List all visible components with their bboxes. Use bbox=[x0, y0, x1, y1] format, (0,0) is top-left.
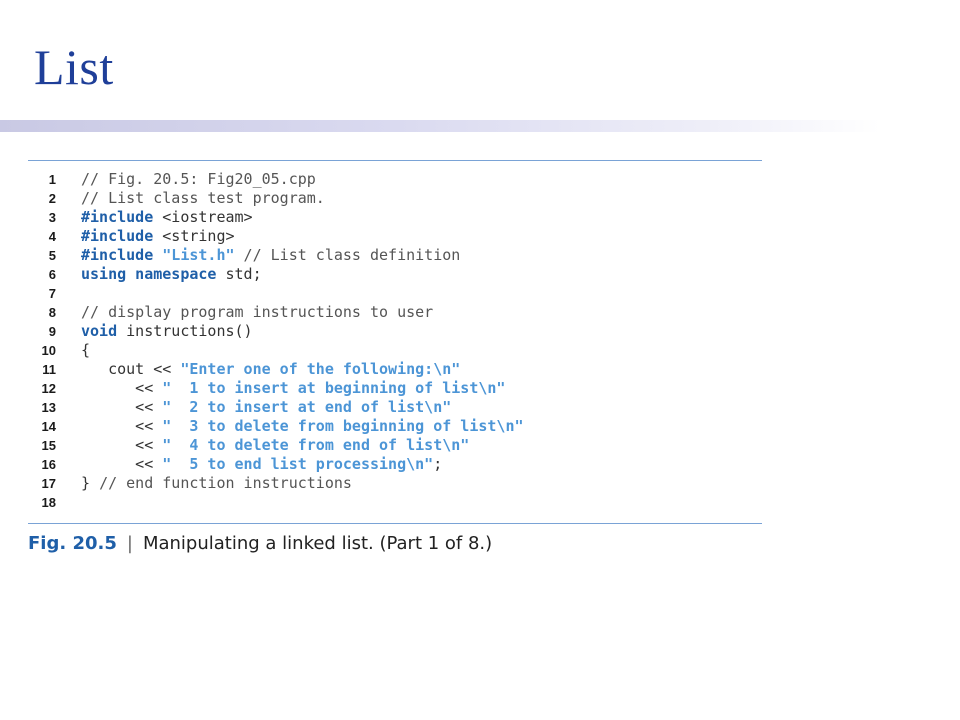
figure-label: Fig. 20.5 bbox=[28, 533, 117, 554]
code-text: } // end function instructions bbox=[81, 474, 352, 493]
code-line: 2 // List class test program. bbox=[28, 189, 762, 208]
code-text: using namespace std; bbox=[81, 265, 262, 284]
line-number: 6 bbox=[48, 267, 56, 282]
code-token-plain bbox=[153, 246, 162, 264]
code-text: // List class test program. bbox=[81, 189, 325, 208]
line-number: 1 bbox=[48, 172, 56, 187]
code-line: 12 << " 1 to insert at beginning of list… bbox=[28, 379, 762, 398]
top-rule bbox=[28, 160, 762, 161]
line-number: 13 bbox=[41, 400, 56, 415]
code-token-keyword: #include bbox=[81, 246, 154, 264]
code-text: #include "List.h" // List class definiti… bbox=[81, 246, 460, 265]
code-token-string: " 4 to delete from end of list\n" bbox=[162, 436, 470, 454]
code-text: << " 2 to insert at end of list\n" bbox=[81, 398, 451, 417]
code-text: void instructions() bbox=[81, 322, 253, 341]
code-line: 14 << " 3 to delete from beginning of li… bbox=[28, 417, 762, 436]
code-token-string: "Enter one of the following:\n" bbox=[180, 360, 461, 378]
line-number: 12 bbox=[41, 381, 56, 396]
code-line: 7 bbox=[28, 284, 762, 303]
line-number: 16 bbox=[41, 457, 56, 472]
code-text: #include <iostream> bbox=[81, 208, 253, 227]
code-token-plain: <string> bbox=[153, 227, 235, 245]
code-line: 16 << " 5 to end list processing\n"; bbox=[28, 455, 762, 474]
code-token-plain: << bbox=[81, 398, 163, 416]
line-number: 2 bbox=[48, 191, 56, 206]
line-number: 10 bbox=[41, 343, 56, 358]
code-text: // Fig. 20.5: Fig20_05.cpp bbox=[81, 170, 316, 189]
code-token-string: " 2 to insert at end of list\n" bbox=[162, 398, 452, 416]
code-line: 13 << " 2 to insert at end of list\n" bbox=[28, 398, 762, 417]
title-underline-bar bbox=[0, 120, 880, 132]
code-token-comment: // display program instructions to user bbox=[81, 303, 434, 321]
code-line: 10 { bbox=[28, 341, 762, 360]
line-number: 7 bbox=[48, 286, 56, 301]
line-number: 14 bbox=[41, 419, 56, 434]
code-token-plain: << bbox=[81, 379, 163, 397]
code-token-plain: } bbox=[81, 474, 100, 492]
code-token-keyword: void bbox=[81, 322, 118, 340]
code-text: // display program instructions to user bbox=[81, 303, 433, 322]
line-number: 4 bbox=[48, 229, 56, 244]
code-token-comment: // List class test program. bbox=[81, 189, 325, 207]
code-line: 9 void instructions() bbox=[28, 322, 762, 341]
line-number: 17 bbox=[41, 476, 56, 491]
code-token-plain: << bbox=[81, 417, 163, 435]
code-line: 4 #include <string> bbox=[28, 227, 762, 246]
slide-title: List bbox=[34, 39, 114, 95]
code-token-string: " 3 to delete from beginning of list\n" bbox=[162, 417, 524, 435]
code-token-keyword: using namespace bbox=[81, 265, 217, 283]
code-text: { bbox=[81, 341, 90, 360]
code-figure: 1 // Fig. 20.5: Fig20_05.cpp 2 // List clas… bbox=[28, 160, 762, 554]
code-token-plain: cout << bbox=[81, 360, 181, 378]
code-text: #include <string> bbox=[81, 227, 235, 246]
code-line: 11 cout << "Enter one of the following:\… bbox=[28, 360, 762, 379]
code-token-plain: <iostream> bbox=[153, 208, 253, 226]
code-token-comment: // Fig. 20.5: Fig20_05.cpp bbox=[81, 170, 316, 188]
line-number: 9 bbox=[48, 324, 56, 339]
caption-text: Manipulating a linked list. (Part 1 of 8… bbox=[142, 533, 493, 554]
code-text: cout << "Enter one of the following:\n" bbox=[81, 360, 460, 379]
code-token-plain: << bbox=[81, 455, 163, 473]
code-text: << " 1 to insert at beginning of list\n" bbox=[81, 379, 505, 398]
code-token-keyword: #include bbox=[81, 208, 154, 226]
code-token-string: " 5 to end list processing\n" bbox=[162, 455, 434, 473]
code-line: 18 bbox=[28, 493, 762, 512]
code-line: 6 using namespace std; bbox=[28, 265, 762, 284]
code-token-plain: instructions() bbox=[117, 322, 253, 340]
bottom-rule bbox=[28, 523, 762, 524]
code-token-plain: << bbox=[81, 436, 163, 454]
code-token-string: " 1 to insert at beginning of list\n" bbox=[162, 379, 506, 397]
code-token-plain: ; bbox=[433, 455, 443, 473]
caption-separator: | bbox=[126, 533, 133, 554]
line-number: 18 bbox=[41, 495, 56, 510]
code-line: 1 // Fig. 20.5: Fig20_05.cpp bbox=[28, 170, 762, 189]
code-line: 17} // end function instructions bbox=[28, 474, 762, 493]
code-token-string: "List.h" bbox=[162, 246, 235, 264]
code-token-comment: // List class definition bbox=[234, 246, 461, 264]
code-line: 8 // display program instructions to user bbox=[28, 303, 762, 322]
code-token-plain: { bbox=[81, 341, 91, 359]
figure-caption: Fig. 20.5 | Manipulating a linked list. (P… bbox=[28, 533, 762, 554]
code-token-comment: // end function instructions bbox=[99, 474, 352, 492]
code-token-keyword: #include bbox=[81, 227, 154, 245]
code-text: << " 3 to delete from beginning of list\… bbox=[81, 417, 524, 436]
line-number: 8 bbox=[48, 305, 56, 320]
line-number: 15 bbox=[41, 438, 56, 453]
code-line: 5 #include "List.h" // List class definit… bbox=[28, 246, 762, 265]
code-listing: 1 // Fig. 20.5: Fig20_05.cpp 2 // List clas… bbox=[28, 170, 762, 512]
code-line: 3 #include <iostream> bbox=[28, 208, 762, 227]
line-number: 5 bbox=[48, 248, 56, 263]
code-line: 15 << " 4 to delete from end of list\n" bbox=[28, 436, 762, 455]
line-number: 3 bbox=[48, 210, 56, 225]
line-number: 11 bbox=[42, 362, 56, 377]
code-text: << " 5 to end list processing\n"; bbox=[81, 455, 442, 474]
code-text: << " 4 to delete from end of list\n" bbox=[81, 436, 469, 455]
code-token-plain: std; bbox=[216, 265, 262, 283]
